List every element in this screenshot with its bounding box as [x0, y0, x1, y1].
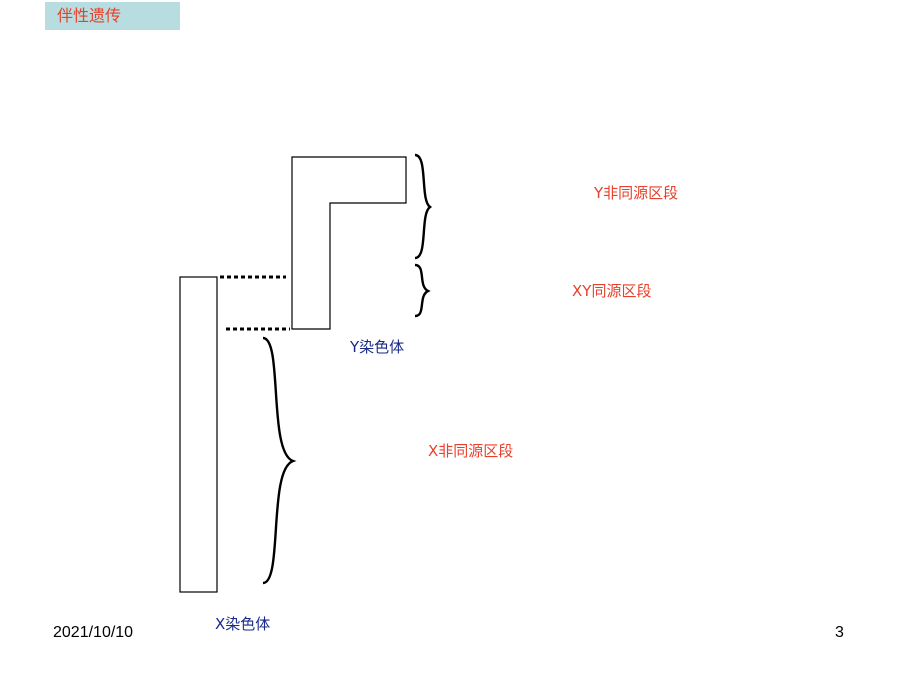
- brace-y-nonhomologous: [414, 153, 433, 260]
- brace-x-nonhomologous: [262, 336, 297, 585]
- brace-xy-homologous: [414, 263, 431, 318]
- label-y-chromosome: Y染色体: [350, 338, 405, 356]
- y-chromosome-shape: [291, 156, 407, 330]
- x-chromosome-shape: [179, 276, 218, 593]
- label-xy-homologous: XY同源区段: [572, 282, 652, 300]
- label-x-chromosome: X染色体: [215, 615, 271, 633]
- slide-title-text: 伴性遗传: [57, 6, 122, 25]
- slide-title: 伴性遗传: [45, 2, 180, 30]
- footer-date: 2021/10/10: [53, 624, 134, 641]
- label-y-nonhomologous: Y非同源区段: [594, 184, 679, 202]
- footer-page-number: 3: [835, 624, 844, 641]
- label-x-nonhomologous: X非同源区段: [428, 442, 514, 460]
